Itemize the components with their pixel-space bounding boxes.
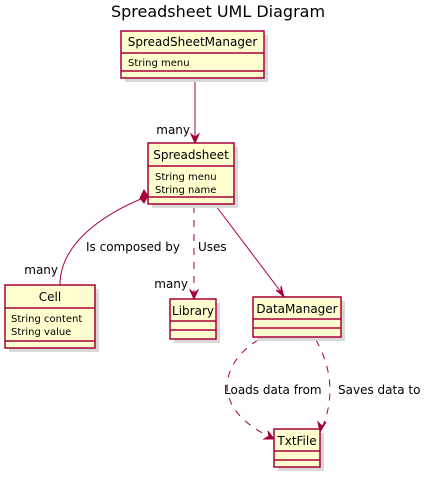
edge-datamanager-loads-txtfile — [226, 339, 275, 440]
edge-spreadsheet-to-library — [188, 206, 200, 301]
class-spreadsheet[interactable]: Spreadsheet String menu String name — [147, 142, 238, 208]
class-cell[interactable]: Cell String content String value — [4, 284, 99, 352]
class-attribute: String menu — [155, 172, 217, 183]
class-spreadsheetmanager[interactable]: SpreadSheetManager String menu — [120, 30, 268, 82]
label-saves-data-to: Saves data to — [338, 383, 420, 397]
multiplicity-library: many — [154, 277, 188, 291]
class-attribute: String name — [155, 185, 216, 196]
class-attribute: String menu — [128, 58, 190, 69]
class-name: DataManager — [256, 302, 337, 316]
multiplicity-cell: many — [24, 263, 58, 277]
label-loads-data-from: Loads data from — [224, 383, 322, 397]
edge-manager-to-spreadsheet — [189, 80, 201, 145]
composition-diamond — [139, 189, 149, 204]
edge-spreadsheet-to-cell — [59, 189, 149, 286]
class-name: Cell — [39, 290, 61, 304]
class-txtfile[interactable]: TxtFile — [273, 428, 324, 471]
class-name: Library — [172, 304, 214, 318]
class-attribute: String value — [11, 327, 71, 338]
diagram-title: Spreadsheet UML Diagram — [111, 2, 325, 21]
label-is-composed-by: Is composed by — [86, 240, 180, 254]
edge-spreadsheet-to-datamanager — [215, 205, 285, 299]
class-datamanager[interactable]: DataManager — [252, 296, 345, 341]
class-name: SpreadSheetManager — [128, 35, 258, 49]
class-name: TxtFile — [276, 434, 316, 448]
class-name: Spreadsheet — [153, 148, 229, 162]
multiplicity-spreadsheet: many — [156, 123, 190, 137]
class-library[interactable]: Library — [169, 298, 220, 343]
class-attribute: String content — [11, 314, 82, 325]
label-uses: Uses — [198, 240, 227, 254]
